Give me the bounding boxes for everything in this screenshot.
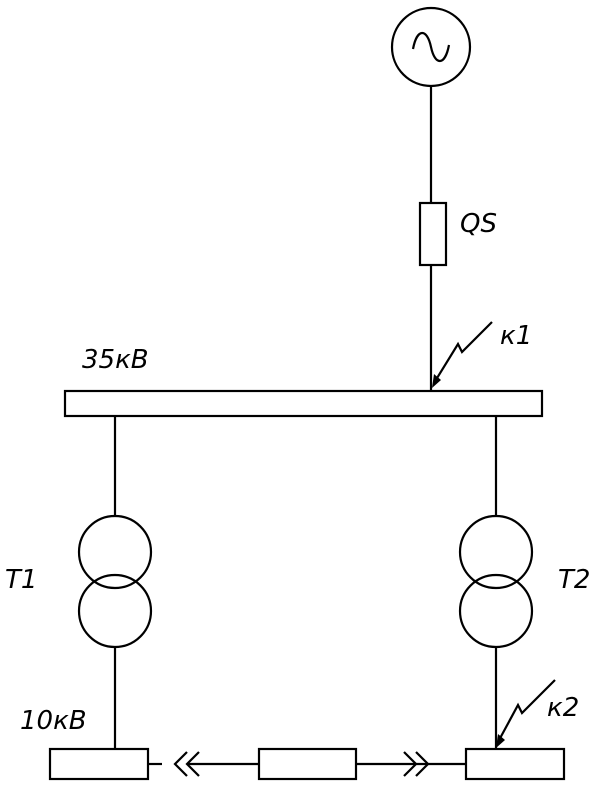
t1-winding-primary bbox=[77, 514, 153, 590]
transformer-t1-label: Т1 bbox=[5, 565, 37, 595]
fault-k2-label: к2 bbox=[547, 693, 579, 723]
t2-winding-primary bbox=[458, 514, 534, 590]
fault-k1-label: к1 bbox=[500, 321, 532, 351]
fault-k2 bbox=[496, 679, 556, 748]
bus-35kv-label: 35кВ bbox=[82, 345, 149, 375]
lightning-arrow-icon bbox=[433, 321, 493, 384]
bus-10kv-label: 10кВ bbox=[20, 706, 87, 736]
connector-chevron-right-inner bbox=[403, 751, 418, 777]
breaker-qs bbox=[418, 201, 448, 267]
t2-winding-secondary bbox=[458, 573, 534, 649]
lightning-arrow-icon bbox=[497, 679, 556, 743]
bus-10kv-section-1 bbox=[48, 747, 150, 781]
fault-arrow-head bbox=[432, 374, 441, 388]
t1-winding-secondary bbox=[77, 573, 153, 649]
fault-k1 bbox=[432, 321, 493, 388]
transformer-t1 bbox=[77, 514, 153, 649]
sine-wave-icon bbox=[411, 31, 451, 63]
sectional-switch bbox=[257, 747, 358, 781]
generator bbox=[390, 6, 472, 88]
breaker-label: QS bbox=[460, 209, 497, 239]
bus-35kv bbox=[63, 389, 544, 418]
sectional-link bbox=[148, 747, 466, 781]
transformer-t2 bbox=[458, 514, 534, 649]
connector-chevron-left-outer bbox=[173, 751, 188, 777]
fault-arrow-head bbox=[496, 734, 505, 748]
transformer-t2-label: Т2 bbox=[558, 565, 590, 595]
bus-10kv-section-2 bbox=[464, 747, 566, 781]
